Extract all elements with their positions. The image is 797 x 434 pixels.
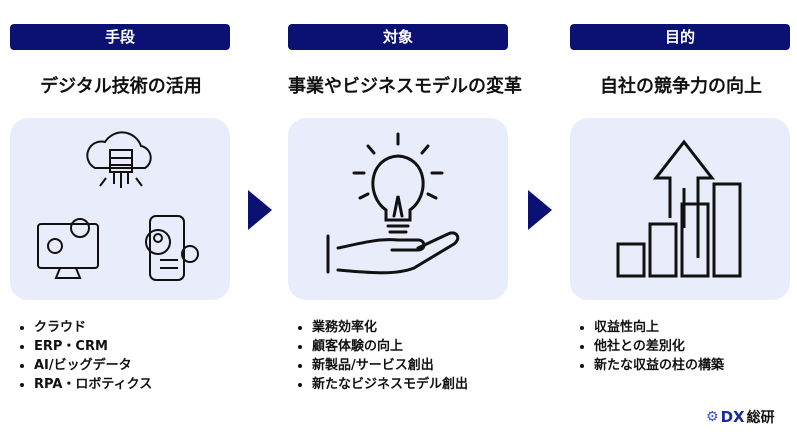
arrow-right-icon xyxy=(248,190,272,230)
bullet-item: 新たな収益の柱の構築 xyxy=(594,356,724,375)
card-means xyxy=(10,118,230,300)
bullet-item: 新たなビジネスモデル創出 xyxy=(312,375,468,394)
logo-mark: DX xyxy=(720,408,745,426)
bullet-item: 他社との差別化 xyxy=(594,337,724,356)
bullet-list-target: 業務効率化 顧客体験の向上 新製品/サービス創出 新たなビジネスモデル創出 xyxy=(294,318,468,394)
title-goal: 自社の競争力の向上 xyxy=(600,76,762,97)
bullet-item: ERP・CRM xyxy=(34,337,152,356)
title-target: 事業やビジネスモデルの変革 xyxy=(288,76,522,97)
bullet-item: クラウド xyxy=(34,318,152,337)
logo-text: 総研 xyxy=(746,410,775,426)
logo: ⚙ DX 総研 xyxy=(706,407,775,427)
growth-chart-icon xyxy=(616,139,742,278)
card-goal xyxy=(570,118,790,300)
header-means: 手段 xyxy=(10,24,230,50)
bullet-item: RPA・ロボティクス xyxy=(34,375,152,394)
header-goal: 目的 xyxy=(570,24,790,50)
header-target: 対象 xyxy=(288,24,508,50)
lightbulb-hand-icon xyxy=(326,132,460,275)
brain-icon: ⚙ xyxy=(706,409,719,425)
arrow-right-icon xyxy=(528,190,552,230)
bullet-item: 収益性向上 xyxy=(594,318,724,337)
card-target xyxy=(288,118,508,300)
bullet-item: AI/ビッグデータ xyxy=(34,356,152,375)
bullet-item: 業務効率化 xyxy=(312,318,468,337)
bullet-list-goal: 収益性向上 他社との差別化 新たな収益の柱の構築 xyxy=(576,318,724,375)
bullet-list-means: クラウド ERP・CRM AI/ビッグデータ RPA・ロボティクス xyxy=(16,318,152,394)
bullet-item: 顧客体験の向上 xyxy=(312,337,468,356)
title-means: デジタル技術の活用 xyxy=(40,76,202,97)
cloud-devices-icon xyxy=(37,131,199,281)
bullet-item: 新製品/サービス創出 xyxy=(312,356,468,375)
